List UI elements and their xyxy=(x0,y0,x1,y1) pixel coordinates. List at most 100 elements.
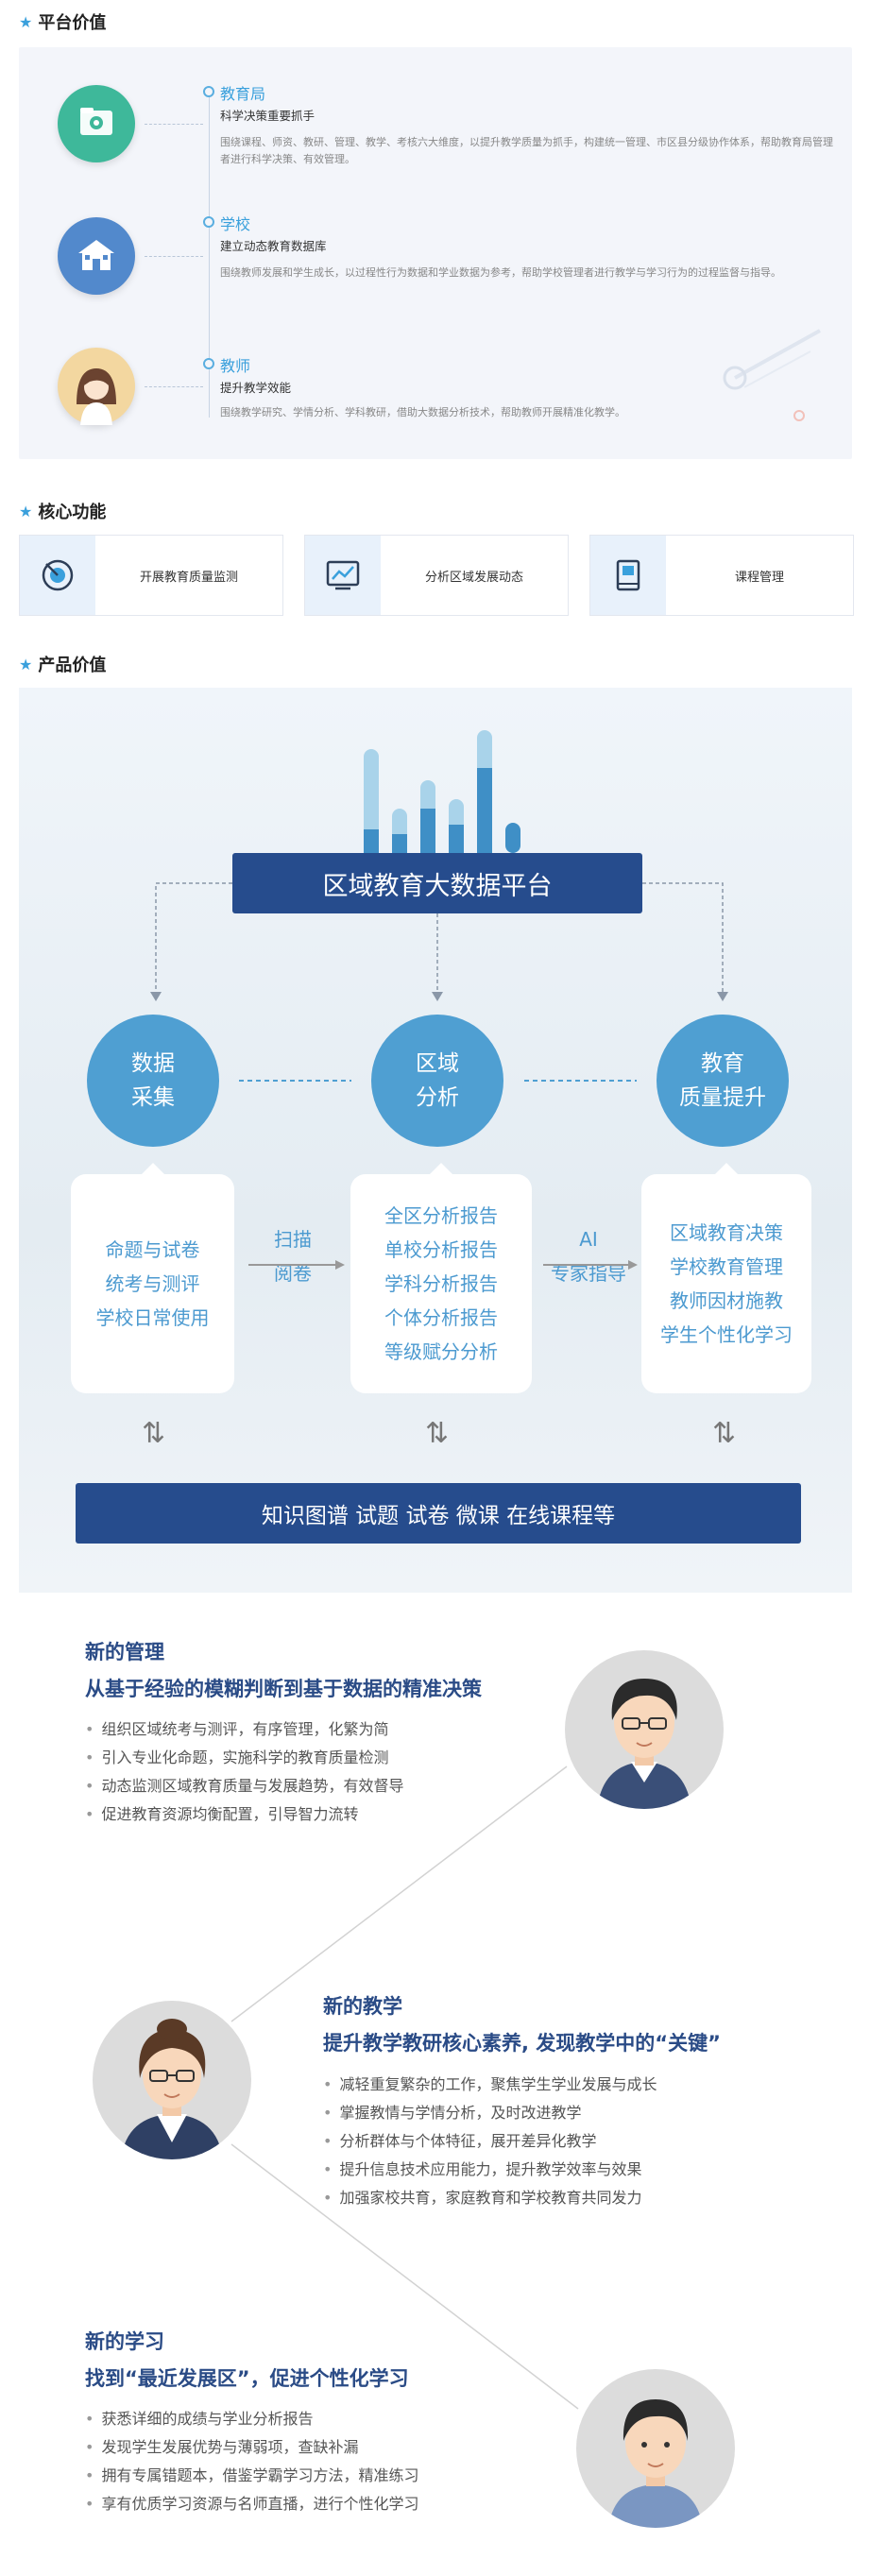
value-subtitle: 提升教学效能 xyxy=(220,381,292,395)
box-item: 教师因材施教 xyxy=(670,1289,783,1312)
box-data-collection: 命题与试卷 统考与测评 学校日常使用 xyxy=(71,1163,234,1393)
value-subtitle: 科学决策重要抓手 xyxy=(220,109,316,123)
box-item: 全区分析报告 xyxy=(384,1204,498,1227)
list-item: 拥有专属错题本，借鉴学霸学习方法，精准练习 xyxy=(85,2462,418,2490)
list-item: 引入专业化命题，实施科学的教育质量检测 xyxy=(85,1744,403,1772)
platform-value-panel: 教育局 科学决策重要抓手 围绕课程、师资、教研、管理、教学、考核六大维度，以提升… xyxy=(19,47,852,459)
persona-heading: 新的教学 xyxy=(323,1995,402,2018)
feature-label: 分析区域发展动态 xyxy=(424,570,523,585)
section-title-text: 核心功能 xyxy=(38,503,107,522)
timeline-node xyxy=(203,86,214,97)
circle-line: 采集 xyxy=(131,1085,175,1110)
persona-subheading: 从基于经验的模糊判断到基于数据的精准决策 xyxy=(85,1678,482,1700)
list-item: 享有优质学习资源与名师直播，进行个性化学习 xyxy=(85,2490,418,2518)
teacher-avatar-icon xyxy=(58,348,135,425)
list-item: 减轻重复繁杂的工作，聚焦学生学业发展与成长 xyxy=(323,2071,657,2099)
section-title-product-value: ★ 产品价值 xyxy=(19,652,106,676)
connector-label-scan: 扫描 阅卷 xyxy=(255,1222,331,1290)
feature-label: 课程管理 xyxy=(734,570,784,585)
box-item: 命题与试卷 xyxy=(105,1238,200,1261)
product-value-diagram: 区域教育大数据平台 数据采集 区域分析 教育质量提升 命题与试卷 统考与测评 学… xyxy=(19,688,852,1593)
decorative-comet-icon xyxy=(723,329,821,421)
list-item: 提升信息技术应用能力，提升教学效率与效果 xyxy=(323,2156,657,2184)
box-item: 区域教育决策 xyxy=(670,1221,783,1244)
circle-dashed-links xyxy=(239,1080,637,1082)
platform-banner: 区域教育大数据平台 xyxy=(232,853,642,913)
section-title-text: 平台价值 xyxy=(38,13,107,33)
swap-arrows-icon: ⇅ xyxy=(425,1417,450,1450)
value-description: 围绕教师发展和学生成长，以过程性行为数据和学业数据为参考，帮助学校管理者进行教学… xyxy=(220,266,781,279)
list-item: 获悉详细的成绩与学业分析报告 xyxy=(85,2405,418,2433)
persona-subheading: 找到“最近发展区”，促进个性化学习 xyxy=(85,2367,409,2390)
connector-line: AI xyxy=(579,1228,598,1251)
timeline-line xyxy=(209,87,210,418)
star-icon: ★ xyxy=(19,655,33,674)
box-item: 学校教育管理 xyxy=(670,1255,783,1278)
feature-card-course-management[interactable]: 课程管理 xyxy=(589,535,854,616)
connector-dots xyxy=(145,386,203,387)
connector-line: 扫描 xyxy=(274,1228,312,1251)
circle-quality-improvement: 教育质量提升 xyxy=(657,1015,789,1147)
circle-line: 区域 xyxy=(416,1051,459,1076)
student-avatar xyxy=(576,2369,735,2528)
persona-list: 获悉详细的成绩与学业分析报告 发现学生发展优势与薄弱项，查缺补漏 拥有专属错题本… xyxy=(85,2405,418,2518)
circle-data-collection: 数据采集 xyxy=(87,1015,219,1147)
resources-bar: 知识图谱 试题 试卷 微课 在线课程等 xyxy=(76,1483,801,1544)
circle-line: 分析 xyxy=(416,1085,459,1110)
book-icon xyxy=(590,536,666,615)
box-quality-improvement: 区域教育决策 学校教育管理 教师因材施教 学生个性化学习 xyxy=(641,1163,811,1393)
bar-illustration xyxy=(364,730,520,853)
star-icon: ★ xyxy=(19,502,33,520)
connector-dots xyxy=(145,124,203,125)
box-item: 学校日常使用 xyxy=(95,1306,210,1329)
list-item: 发现学生发展优势与薄弱项，查缺补漏 xyxy=(85,2433,418,2462)
box-item: 个体分析报告 xyxy=(384,1306,498,1329)
star-icon: ★ xyxy=(19,12,33,31)
school-building-icon xyxy=(58,217,135,295)
persona-heading: 新的学习 xyxy=(85,2330,164,2353)
persona-heading: 新的管理 xyxy=(85,1641,164,1663)
circle-line: 数据 xyxy=(131,1051,175,1076)
circle-line: 质量提升 xyxy=(679,1085,766,1110)
value-subtitle: 建立动态教育数据库 xyxy=(220,239,327,253)
persona-connector-lines xyxy=(230,1766,579,2410)
value-name: 学校 xyxy=(220,215,251,233)
swap-arrows-icon: ⇅ xyxy=(712,1417,737,1450)
persona-list: 组织区域统考与测评，有序管理，化繁为简 引入专业化命题，实施科学的教育质量检测 … xyxy=(85,1715,403,1829)
trend-chart-icon xyxy=(305,536,381,615)
box-item: 统考与测评 xyxy=(105,1272,200,1295)
section-title-core-features: ★ 核心功能 xyxy=(19,499,106,523)
value-description: 围绕教学研究、学情分析、学科教研，借助大数据分析技术，帮助教师开展精准化教学。 xyxy=(220,406,625,418)
circle-line: 教育 xyxy=(701,1051,744,1076)
box-item: 单校分析报告 xyxy=(384,1238,498,1261)
feature-label: 开展教育质量监测 xyxy=(139,570,238,585)
box-arrows xyxy=(248,1260,638,1270)
value-name: 教师 xyxy=(220,357,251,375)
list-item: 动态监测区域教育质量与发展趋势，有效督导 xyxy=(85,1772,403,1800)
circle-regional-analysis: 区域分析 xyxy=(371,1015,503,1147)
list-item: 分析群体与个体特征，展开差异化教学 xyxy=(323,2127,657,2156)
section-title-text: 产品价值 xyxy=(38,656,107,675)
folder-gear-icon xyxy=(58,85,135,162)
platform-connector-arrows xyxy=(150,882,728,1001)
box-item: 等级赋分分析 xyxy=(384,1340,498,1363)
swap-arrows-icon: ⇅ xyxy=(142,1417,166,1450)
list-item: 掌握教情与学情分析，及时改进教学 xyxy=(323,2099,657,2127)
connector-dots xyxy=(145,256,203,257)
box-item: 学科分析报告 xyxy=(384,1272,498,1295)
value-name: 教育局 xyxy=(220,85,266,103)
section-title-platform-value: ★ 平台价值 xyxy=(19,9,106,34)
feature-card-regional-trends[interactable]: 分析区域发展动态 xyxy=(304,535,569,616)
persona-subheading: 提升教学教研核心素养, 发现教学中的“关键” xyxy=(323,2032,721,2055)
timeline-node xyxy=(203,358,214,369)
list-item: 促进教育资源均衡配置，引导智力流转 xyxy=(85,1800,403,1829)
feature-card-quality-monitoring[interactable]: 开展教育质量监测 xyxy=(19,535,283,616)
value-description: 围绕课程、师资、教研、管理、教学、考核六大维度，以提升教学质量为抓手，构建统一管… xyxy=(220,136,833,165)
manager-avatar xyxy=(565,1650,724,1809)
timeline-node xyxy=(203,216,214,228)
connector-label-ai: AI 专家指导 xyxy=(541,1222,636,1290)
list-item: 加强家校共育，家庭教育和学校教育共同发力 xyxy=(323,2184,657,2212)
monitor-target-icon xyxy=(20,536,95,615)
list-item: 组织区域统考与测评，有序管理，化繁为简 xyxy=(85,1715,403,1744)
teacher-avatar xyxy=(93,2001,251,2159)
